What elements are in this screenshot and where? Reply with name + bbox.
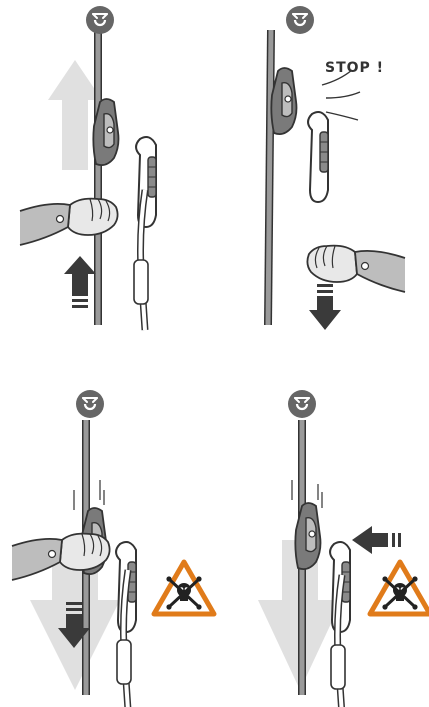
- up-arrow-icon: [64, 256, 96, 308]
- panel-bottom-right: [258, 390, 429, 707]
- device: [271, 68, 296, 134]
- lanyard: [134, 190, 148, 330]
- carabiner: [308, 112, 328, 202]
- warning-skull-icon: [154, 562, 214, 614]
- panel-bottom-left: [12, 390, 214, 707]
- stop-caption: STOP !: [325, 60, 384, 76]
- down-arrow-icon: [309, 284, 341, 330]
- impact-lines: [322, 70, 360, 120]
- anchor-icon: [76, 390, 104, 418]
- anchor-icon: [286, 6, 314, 34]
- panel-top-left: [20, 6, 156, 330]
- panel-top-right: STOP !: [268, 6, 405, 330]
- warning-skull-icon: [370, 562, 429, 614]
- gloved-hand: [20, 199, 118, 245]
- left-arrow-icon: [352, 526, 401, 554]
- anchor-icon: [288, 390, 316, 418]
- anchor-icon: [86, 6, 114, 34]
